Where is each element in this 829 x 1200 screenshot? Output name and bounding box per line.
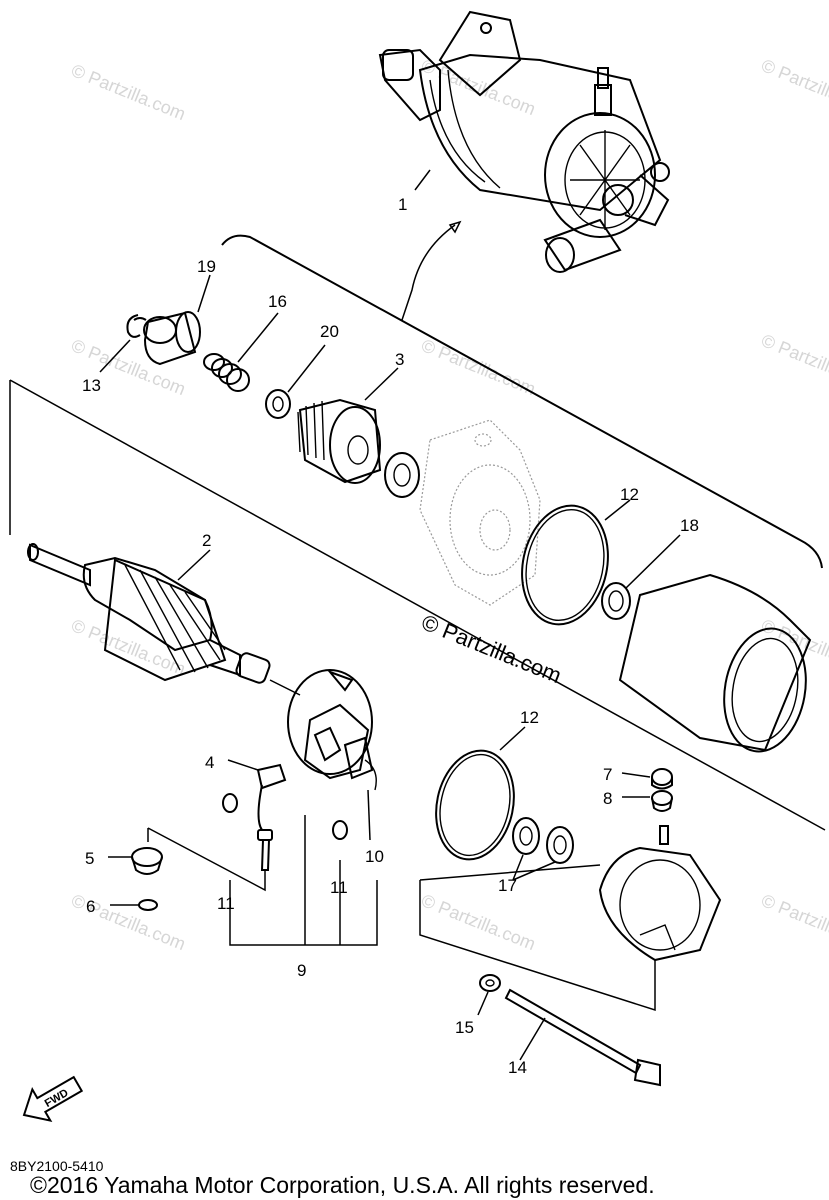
callout-12: 12 <box>520 708 539 727</box>
part-14-through-bolt[interactable] <box>504 988 661 1087</box>
callout-numbers: 1 2 3 4 5 6 7 8 9 10 11 11 12 12 13 14 1… <box>82 195 699 1077</box>
part-rear-cover[interactable] <box>598 825 722 962</box>
group-bracket-rear <box>419 864 656 1012</box>
bracket-leader-to-assembly <box>401 224 456 321</box>
callout-9: 9 <box>297 961 306 980</box>
callout-3: 3 <box>395 350 404 369</box>
frame-top-line <box>9 379 826 831</box>
watermark: © Partzilla.com <box>759 890 829 954</box>
part-6-washer[interactable] <box>138 899 158 911</box>
part-20-washer[interactable] <box>265 389 291 419</box>
callout-18: 18 <box>680 516 699 535</box>
watermark: © Partzilla.com <box>419 890 539 954</box>
part-1-starting-motor-assembly[interactable] <box>378 10 670 273</box>
callout-6: 6 <box>86 897 95 916</box>
callout-8: 8 <box>603 789 612 808</box>
group-bracket-5 <box>147 827 266 892</box>
callout-15: 15 <box>455 1018 474 1037</box>
watermark: © Partzilla.com <box>419 335 539 399</box>
assembly-bracket-upper <box>221 234 823 569</box>
leader-lines <box>99 169 681 1061</box>
fwd-arrow-icon: FWD <box>22 1075 84 1123</box>
part-washer-shim[interactable] <box>384 452 420 498</box>
callout-16: 16 <box>268 292 287 311</box>
part-5-grommet[interactable] <box>131 847 163 875</box>
part-18-washer[interactable] <box>601 582 631 620</box>
group-bracket-9 <box>229 815 378 946</box>
part-bolt[interactable] <box>257 829 273 871</box>
callout-10: 10 <box>365 847 384 866</box>
part-8-nut[interactable] <box>651 790 673 812</box>
callout-17: 17 <box>498 876 517 895</box>
callout-5: 5 <box>85 849 94 868</box>
diagram-code: 8BY2100-5410 <box>10 1158 104 1174</box>
bracket-leader-arrow <box>448 220 462 234</box>
part-2-armature[interactable] <box>27 543 271 684</box>
part-11-washer-right[interactable] <box>332 820 348 840</box>
part-12-o-ring-lower[interactable] <box>426 743 523 866</box>
part-15-washer[interactable] <box>479 974 501 992</box>
part-12-o-ring-upper[interactable] <box>511 498 618 633</box>
callout-13: 13 <box>82 376 101 395</box>
watermarks: © Partzilla.com © Partzilla.com © Partzi… <box>69 55 829 954</box>
callout-1: 1 <box>398 195 407 214</box>
part-11-washer-left[interactable] <box>222 793 238 813</box>
part-17-washers[interactable] <box>512 817 574 864</box>
watermark: © Partzilla.com <box>759 55 829 119</box>
part-front-bracket <box>419 419 541 606</box>
callout-14: 14 <box>508 1058 527 1077</box>
part-brush-holder-plate[interactable] <box>287 669 377 791</box>
part-7-nut[interactable] <box>651 768 673 790</box>
part-3-clutch-pinion[interactable] <box>297 398 382 484</box>
part-yoke[interactable] <box>618 573 815 758</box>
callout-20: 20 <box>320 322 339 341</box>
callout-19: 19 <box>197 257 216 276</box>
callout-11: 11 <box>330 878 348 897</box>
part-19-sleeve[interactable] <box>143 311 201 366</box>
watermark-center: © Partzilla.com <box>418 609 565 688</box>
callout-4: 4 <box>205 753 214 772</box>
part-13-circlip[interactable] <box>126 314 147 338</box>
callout-11: 11 <box>217 894 235 913</box>
copyright-notice: ©2016 Yamaha Motor Corporation, U.S.A. A… <box>30 1172 655 1198</box>
watermark: © Partzilla.com <box>69 60 189 124</box>
watermark: © Partzilla.com <box>759 330 829 394</box>
part-16-spring[interactable] <box>203 353 250 392</box>
part-4-brush[interactable] <box>256 763 287 831</box>
callout-7: 7 <box>603 765 612 784</box>
callout-12: 12 <box>620 485 639 504</box>
callout-2: 2 <box>202 531 211 550</box>
